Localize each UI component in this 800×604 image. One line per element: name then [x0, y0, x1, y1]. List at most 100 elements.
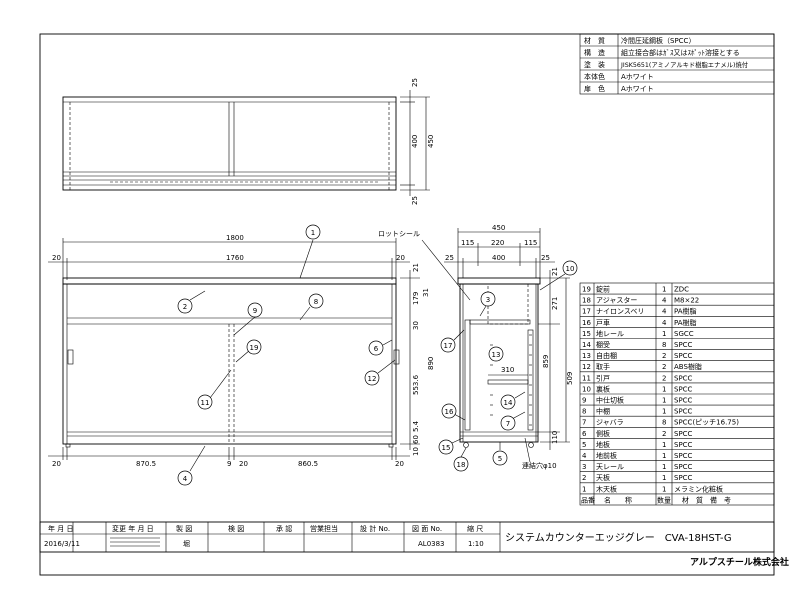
dim-text: 20 — [396, 254, 405, 262]
dim-text: 10 — [412, 447, 420, 456]
part-qty: 1 — [662, 286, 666, 294]
spec-value: 冷間圧延鋼板（SPCC） — [621, 36, 695, 45]
svg-text:1: 1 — [311, 229, 315, 237]
part-no: 1 — [582, 485, 586, 493]
part-name: 戸車 — [596, 318, 610, 327]
svg-text:10: 10 — [566, 265, 575, 273]
title-header: 年 月 日 — [48, 524, 73, 533]
svg-text:15: 15 — [442, 444, 451, 452]
part-material: メラミン化粧板 — [674, 484, 723, 493]
part-qty: 1 — [662, 474, 666, 482]
part-name: 取手 — [596, 362, 610, 371]
part-no: 5 — [582, 441, 586, 449]
spec-label: 材 質 — [584, 36, 605, 45]
part-material: SPCC — [674, 385, 693, 393]
dim-text: 60 — [412, 435, 420, 444]
dim-text: 25 — [411, 196, 419, 205]
part-no: 18 — [582, 297, 591, 305]
part-material: SPCC — [674, 452, 693, 460]
part-material: SPCC — [674, 341, 693, 349]
callout-10: 10 — [539, 260, 578, 291]
dim-text: 179 — [412, 292, 420, 305]
part-name: 地板 — [596, 440, 610, 449]
dim-text: 20 — [52, 254, 61, 262]
part-name: 地前板 — [596, 451, 617, 460]
part-no: 19 — [582, 286, 591, 294]
part-material: SPCC — [674, 408, 693, 416]
part-name: 錠前 — [596, 285, 610, 294]
part-qty: 4 — [662, 308, 667, 316]
parts-header-cell: 名 称 — [604, 495, 632, 504]
callout-1: 1 — [299, 224, 321, 279]
drawing-title: システムカウンターエッジグレー CVA-18HST-G — [505, 531, 732, 544]
svg-text:14: 14 — [504, 399, 513, 407]
rotseal-label: ロットシール — [378, 230, 420, 238]
callout-2: 2 — [177, 290, 206, 314]
part-name: 自由棚 — [596, 351, 617, 360]
svg-text:8: 8 — [314, 298, 318, 306]
part-name: 天レール — [596, 463, 624, 471]
dim-text: 400 — [492, 254, 505, 262]
dim-text: 509 — [566, 372, 574, 385]
dim-text: 20 — [395, 460, 404, 468]
parts-header-cell: 材 質 備 考 — [682, 495, 731, 504]
part-qty: 2 — [662, 374, 666, 382]
callout-14: 14 — [500, 391, 526, 410]
dim-text: 25 — [541, 254, 550, 262]
part-qty: 4 — [662, 297, 667, 305]
dim-text: 5.4 — [412, 420, 420, 432]
callout-12: 12 — [364, 359, 396, 386]
part-name: 引戸 — [596, 373, 610, 382]
svg-text:13: 13 — [492, 351, 501, 359]
spec-label: 本体色 — [584, 72, 605, 81]
title-date: 2016/3/11 — [44, 540, 80, 548]
front-view: 1800 1760 20 20 21 179 31 30 890 553. — [48, 224, 435, 486]
dim-text: 870.5 — [136, 460, 156, 468]
part-qty: 4 — [662, 319, 667, 327]
parts-header-cell: 品番 — [581, 496, 595, 504]
spec-label: 扉 色 — [584, 84, 605, 93]
title-header: 変更 年 月 日 — [112, 524, 154, 533]
dim-text: 9 — [227, 460, 231, 468]
part-no: 14 — [582, 341, 591, 349]
part-material: SPCC — [674, 352, 693, 360]
part-name: 中棚 — [596, 407, 610, 416]
title-header: 検 図 — [228, 524, 244, 533]
part-qty: 1 — [662, 397, 666, 405]
top-view: 25 400 450 25 — [62, 78, 435, 205]
spec-value: Aホワイト — [621, 85, 654, 93]
title-header: 図 面 No. — [412, 525, 442, 533]
svg-text:6: 6 — [374, 345, 379, 353]
callout-8: 8 — [299, 293, 324, 321]
callout-16: 16 — [441, 403, 466, 421]
callout-17: 17 — [440, 329, 465, 353]
svg-text:3: 3 — [486, 296, 490, 304]
spec-label: 塗 装 — [584, 60, 605, 69]
callout-13: 13 — [488, 346, 504, 362]
part-no: 17 — [582, 308, 591, 316]
part-material: SPCC — [674, 397, 693, 405]
part-qty: 1 — [662, 408, 666, 416]
dim-text: 21 — [551, 267, 559, 276]
part-qty: 1 — [662, 385, 666, 393]
part-material: SPCC — [674, 374, 693, 382]
spec-value: Aホワイト — [621, 73, 654, 81]
dim-text: 271 — [551, 297, 559, 310]
part-qty: 1 — [662, 485, 666, 493]
svg-text:7: 7 — [506, 420, 510, 428]
spec-value: 組立接合部はｶﾞｽ又はｽﾎﾟｯﾄ溶接とする — [621, 48, 740, 57]
title-drawing-no: AL0383 — [418, 540, 445, 548]
dim-text: 115 — [524, 239, 537, 247]
title-header: 承 認 — [276, 524, 292, 533]
part-no: 15 — [582, 330, 591, 338]
part-name: アジャスター — [596, 296, 637, 305]
callout-6: 6 — [368, 339, 393, 356]
svg-text:4: 4 — [183, 475, 188, 483]
callout-15: 15 — [438, 437, 464, 455]
part-no: 8 — [582, 408, 586, 416]
title-block: 年 月 日 変更 年 月 日 製 図 検 図 承 認 営業担当 設 計 No. … — [39, 521, 775, 553]
part-no: 2 — [582, 474, 586, 482]
part-qty: 2 — [662, 430, 666, 438]
dim-text: 859 — [542, 355, 550, 368]
